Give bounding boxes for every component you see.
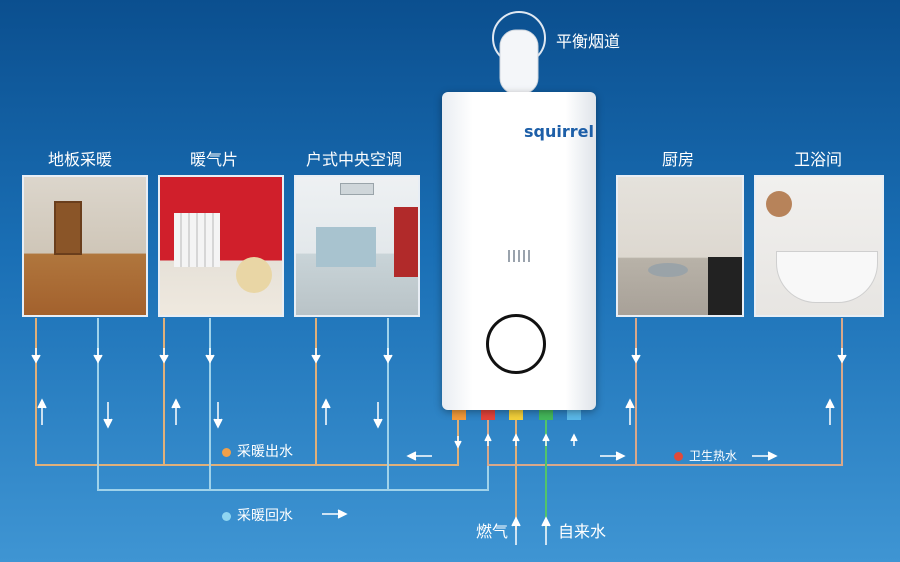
flow-arrows — [31, 348, 847, 545]
legend-heating-return: 采暖回水 — [222, 505, 293, 525]
photo-bathroom — [754, 175, 884, 317]
legend-heating-return-text: 采暖回水 — [237, 508, 293, 524]
legend-hot-water-text: 卫生热水 — [689, 449, 738, 463]
connector-stubs — [452, 408, 581, 420]
legend-hot-water: 卫生热水 — [674, 447, 737, 464]
power-knob[interactable] — [486, 314, 546, 374]
label-tap-water: 自来水 — [558, 522, 607, 541]
heating-out-dot — [222, 447, 231, 457]
label-gas: 燃气 — [476, 522, 509, 541]
legend-heating-out: 采暖出水 — [222, 441, 293, 461]
vent-grille — [508, 250, 530, 262]
brand-logo: squirrel — [524, 122, 594, 141]
photo-central-ac — [294, 175, 420, 317]
label-floor-heating: 地板采暖 — [48, 150, 113, 169]
photo-radiator — [158, 175, 284, 317]
label-bathroom: 卫浴间 — [794, 150, 843, 169]
flue-pipe — [492, 11, 546, 95]
legend-heating-out-text: 采暖出水 — [237, 444, 293, 460]
flue-label: 平衡烟道 — [556, 32, 621, 51]
hot-water-dot — [674, 452, 683, 461]
heating-return-dot — [222, 511, 231, 521]
water-heater-unit: squirrel — [442, 92, 596, 410]
label-radiator: 暖气片 — [190, 150, 239, 169]
label-kitchen: 厨房 — [662, 150, 695, 169]
photo-kitchen — [616, 175, 744, 317]
label-central-ac: 户式中央空调 — [306, 150, 403, 169]
photo-floor-heating — [22, 175, 148, 317]
